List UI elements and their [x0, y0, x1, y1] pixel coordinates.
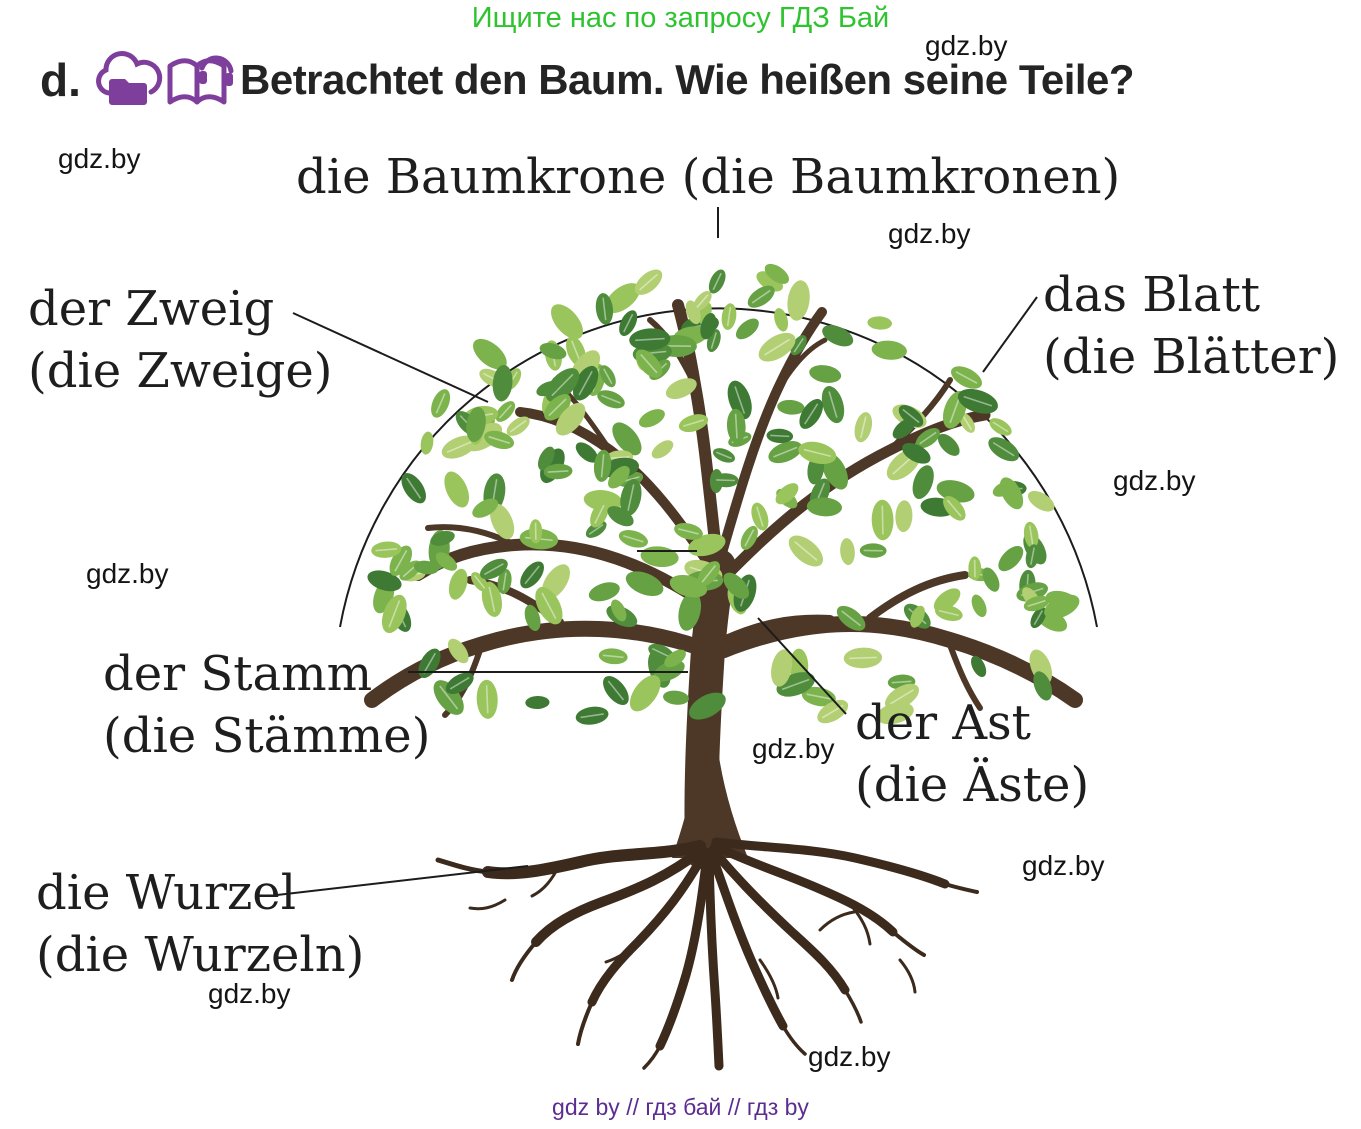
label-wurzel: die Wurzel (die Wurzeln)	[36, 862, 364, 986]
callout-wurzel	[276, 865, 529, 896]
watermark-gdz: gdz.by	[1113, 465, 1196, 496]
footer-text: gdz by // гдз бай // гдз by	[552, 1094, 809, 1120]
roots-group	[435, 837, 979, 1071]
watermark-gdz: gdz.by	[808, 1041, 891, 1072]
task-question: Betrachtet den Baum. Wie heißen seine Te…	[240, 56, 1135, 103]
promo-banner: Ищите нас по запросу ГДЗ Бай	[471, 2, 890, 34]
label-zweig: der Zweig (die Zweige)	[28, 278, 333, 402]
callout-blatt	[982, 296, 1038, 373]
label-line: das Blatt	[1043, 267, 1261, 323]
label-line: der Zweig	[28, 281, 275, 337]
label-blatt: das Blatt (die Blätter)	[1043, 264, 1339, 388]
watermark-gdz: gdz.by	[58, 143, 141, 174]
label-line: der Ast	[855, 695, 1031, 751]
crown-arc	[339, 307, 1098, 628]
callout-zweig	[292, 312, 489, 403]
label-stamm: der Stamm (die Stämme)	[103, 643, 430, 767]
label-line: die Wurzel	[36, 865, 297, 921]
label-baumkrone: die Baumkrone (die Baumkronen)	[296, 149, 1121, 205]
label-line: (die Äste)	[855, 757, 1090, 813]
callout-lines	[276, 207, 1038, 896]
label-line: (die Wurzeln)	[36, 927, 365, 983]
watermark-gdz: gdz.by	[888, 218, 971, 249]
label-line: der Stamm	[103, 646, 373, 702]
task-letter: d.	[40, 54, 81, 106]
label-ast: der Ast (die Äste)	[855, 692, 1089, 816]
label-line: (die Blätter)	[1043, 329, 1340, 385]
label-line: (die Zweige)	[28, 343, 333, 399]
watermark-gdz: gdz.by	[208, 978, 291, 1009]
label-line: (die Stämme)	[103, 708, 431, 764]
trunk-group	[672, 549, 748, 869]
callout-ast	[757, 617, 847, 715]
watermark-gdz: gdz.by	[752, 733, 835, 764]
watermark-gdz: gdz.by	[1022, 850, 1105, 881]
watermark-gdz: gdz.by	[925, 30, 1008, 61]
watermark-gdz: gdz.by	[86, 558, 169, 589]
audio-book-icon	[167, 55, 234, 105]
cloud-folder-icon	[96, 51, 163, 105]
leaves-group	[367, 263, 1080, 725]
